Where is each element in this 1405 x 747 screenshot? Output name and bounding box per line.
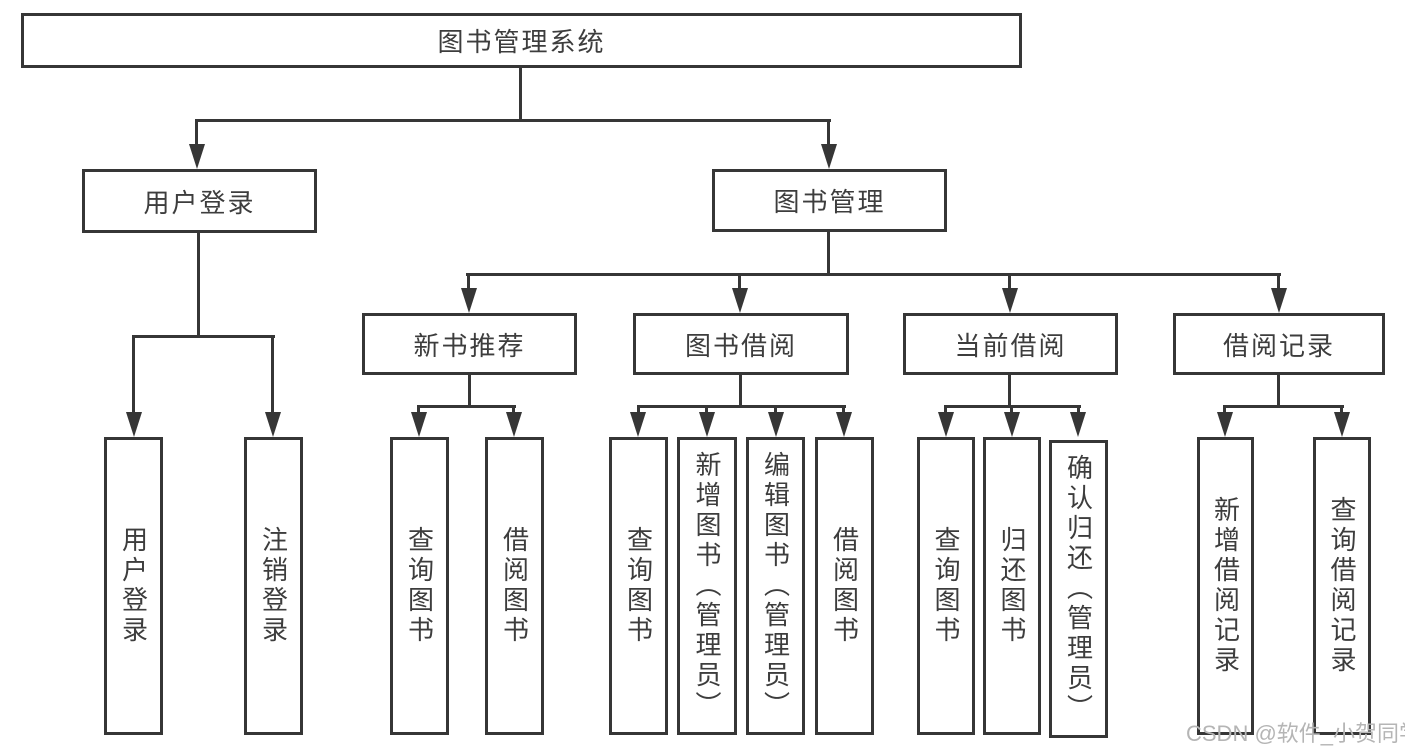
leaf-query-books-1: 查询图书 [390, 437, 449, 735]
leaf-query-books-3: 查询图书 [917, 437, 975, 735]
leaf-add-borrow-record-label: 新增借阅记录 [1210, 496, 1241, 676]
connector-line [827, 232, 830, 273]
leaf-borrow-books-1-label: 借阅图书 [499, 526, 530, 646]
node-book-management-label: 图书管理 [773, 187, 886, 217]
node-current-borrowing: 当前借阅 [903, 313, 1118, 375]
connector-line [944, 405, 947, 414]
connector-line [1277, 273, 1280, 289]
arrow-down-icon [1002, 288, 1018, 313]
leaf-confirm-return-admin-label: 确认归还（管理员） [1063, 454, 1094, 724]
connector-line [738, 273, 741, 289]
node-book-borrowing-label: 图书借阅 [684, 330, 797, 361]
leaf-return-books: 归还图书 [983, 437, 1041, 735]
connector-line [1223, 405, 1226, 414]
connector-line [739, 375, 742, 405]
node-root: 图书管理系统 [21, 13, 1022, 68]
arrow-down-icon [821, 144, 837, 169]
leaf-user-login-label: 用户登录 [118, 526, 149, 646]
leaf-confirm-return-admin: 确认归还（管理员） [1049, 440, 1108, 738]
node-borrow-records-label: 借阅记录 [1222, 330, 1335, 361]
connector-line [468, 375, 471, 405]
leaf-borrow-books-1: 借阅图书 [485, 437, 544, 735]
arrow-down-icon [1070, 412, 1086, 437]
node-user-login-label: 用户登录 [143, 187, 256, 218]
node-current-borrowing-label: 当前借阅 [954, 330, 1067, 361]
arrow-down-icon [411, 412, 427, 437]
node-new-book-recommend-label: 新书推荐 [413, 330, 526, 361]
connector-line [271, 335, 274, 412]
arrow-down-icon [126, 412, 142, 437]
connector-line [1340, 405, 1343, 414]
leaf-query-borrow-record: 查询借阅记录 [1313, 437, 1371, 735]
arrow-down-icon [461, 288, 477, 313]
arrow-down-icon [836, 412, 852, 437]
leaf-query-borrow-record-label: 查询借阅记录 [1327, 496, 1357, 676]
leaf-return-books-label: 归还图书 [997, 526, 1027, 646]
leaf-query-books-1-label: 查询图书 [404, 526, 435, 646]
connector-line [417, 405, 516, 408]
connector-line [705, 405, 708, 414]
node-root-label: 图书管理系统 [437, 27, 606, 57]
connector-line [1008, 375, 1011, 405]
leaf-user-login: 用户登录 [104, 437, 163, 735]
arrow-down-icon [506, 412, 522, 437]
leaf-add-book-admin-label: 新增图书（管理员） [692, 451, 722, 721]
connector-line [195, 119, 198, 145]
node-user-login: 用户登录 [82, 169, 317, 233]
connector-line [842, 405, 845, 414]
connector-line [519, 68, 522, 119]
arrow-down-icon [1271, 288, 1287, 313]
node-new-book-recommend: 新书推荐 [362, 313, 577, 375]
connector-line [132, 335, 135, 412]
connector-line [1223, 405, 1344, 408]
leaf-query-books-2-label: 查询图书 [623, 526, 654, 646]
arrow-down-icon [732, 288, 748, 313]
connector-line [1277, 375, 1280, 405]
node-book-borrowing: 图书借阅 [633, 313, 849, 375]
arrow-down-icon [1004, 412, 1020, 437]
arrow-down-icon [630, 412, 646, 437]
leaf-edit-book-admin-label: 编辑图书（管理员） [760, 451, 791, 721]
connector-line [466, 273, 1281, 276]
leaf-query-books-3-label: 查询图书 [931, 526, 961, 646]
connector-line [827, 119, 830, 145]
leaf-add-book-admin: 新增图书（管理员） [677, 437, 737, 735]
connector-line [774, 405, 777, 414]
leaf-edit-book-admin: 编辑图书（管理员） [746, 437, 805, 735]
arrow-down-icon [699, 412, 715, 437]
connector-line [1008, 273, 1011, 289]
arrow-down-icon [1334, 412, 1350, 437]
leaf-logout-label: 注销登录 [258, 526, 289, 646]
connector-line [512, 405, 515, 414]
connector-line [637, 405, 640, 414]
leaf-logout: 注销登录 [244, 437, 303, 735]
arrow-down-icon [1217, 412, 1233, 437]
connector-line [132, 335, 275, 338]
connector-line [417, 405, 420, 414]
connector-line [637, 405, 846, 408]
leaf-query-books-2: 查询图书 [609, 437, 668, 735]
arrow-down-icon [768, 412, 784, 437]
arrow-down-icon [189, 144, 205, 169]
connector-line [467, 273, 470, 289]
arrow-down-icon [938, 412, 954, 437]
connector-line [1010, 405, 1013, 414]
csdn-watermark: CSDN @软件_小贺同学 [1186, 721, 1405, 746]
leaf-add-borrow-record: 新增借阅记录 [1197, 437, 1254, 735]
connector-line [197, 233, 200, 335]
leaf-borrow-books-2: 借阅图书 [815, 437, 874, 735]
leaf-borrow-books-2-label: 借阅图书 [829, 526, 860, 646]
connector-line [195, 119, 831, 122]
node-book-management: 图书管理 [712, 169, 947, 232]
connector-line [1077, 405, 1080, 414]
arrow-down-icon [265, 412, 281, 437]
node-borrow-records: 借阅记录 [1173, 313, 1385, 375]
